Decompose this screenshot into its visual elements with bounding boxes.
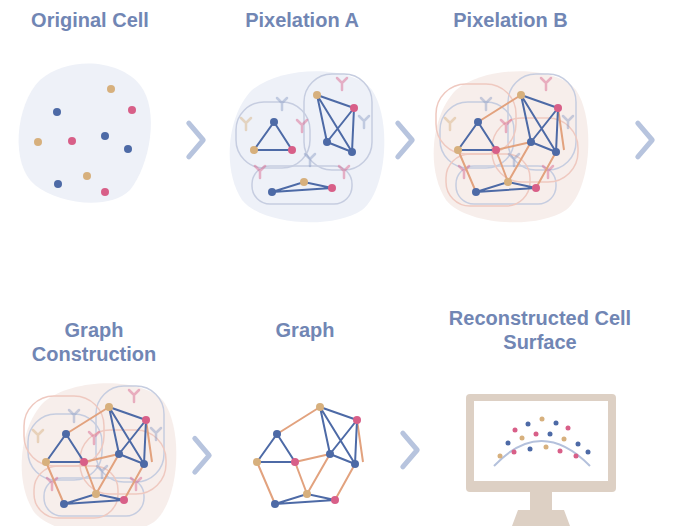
panel-heading: Reconstructed Cell Surface (440, 306, 640, 354)
panel: Reconstructed Cell Surface (440, 306, 640, 524)
monitor-art (466, 394, 616, 526)
cell-blob (19, 64, 151, 203)
chevron-arrow (189, 123, 203, 157)
pixelation-a-art (230, 71, 385, 222)
chevron-arrow (403, 433, 417, 467)
graph-construction-art (22, 383, 177, 526)
chevron-arrow (195, 438, 209, 472)
cell-markers (34, 85, 136, 196)
panel: Pixelation B (428, 8, 593, 208)
panel: Original Cell (10, 8, 170, 208)
panel-heading: Graph Construction (19, 318, 169, 366)
chevron-arrow (638, 123, 652, 157)
panel: Graph (230, 318, 380, 518)
panel-heading: Pixelation A (222, 8, 382, 32)
panel-heading: Pixelation B (428, 8, 593, 32)
chevron-arrow (398, 123, 412, 157)
pixelation-b-art (434, 71, 589, 222)
panel-heading: Original Cell (10, 8, 170, 32)
panel: Graph Construction (14, 318, 174, 526)
panel: Pixelation A (222, 8, 382, 208)
panel-heading: Graph (230, 318, 380, 342)
graph-art (253, 403, 363, 508)
